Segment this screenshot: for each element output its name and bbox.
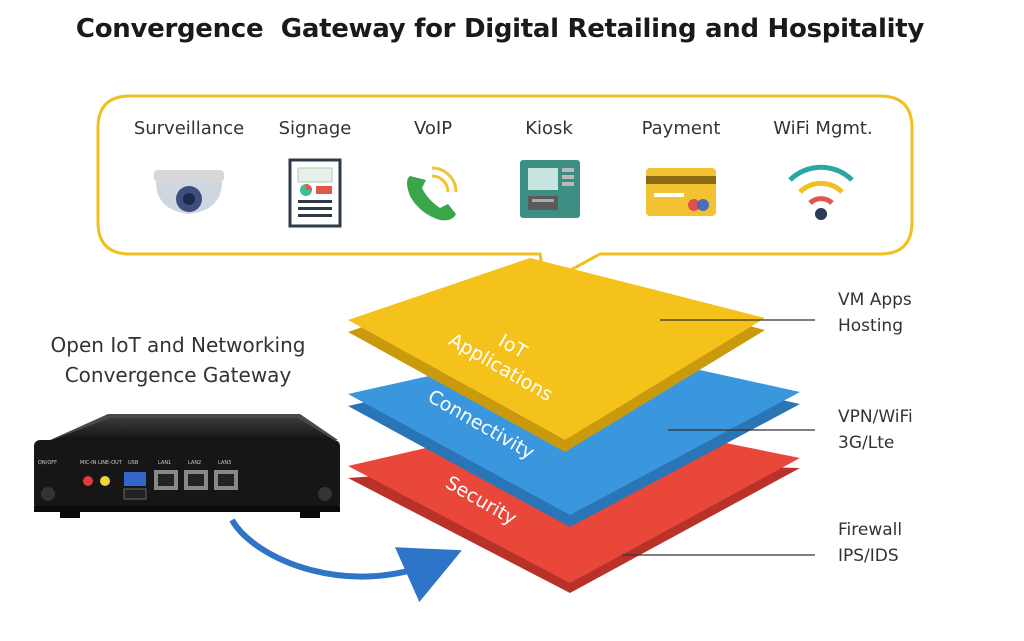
iot-applications-layer — [348, 258, 765, 452]
phone-icon — [407, 166, 458, 221]
page-title: Convergence Gateway for Digital Retailin… — [75, 14, 925, 44]
camera-icon — [154, 170, 224, 214]
credit-card-icon — [646, 168, 716, 216]
kiosk-icon — [520, 160, 580, 218]
port-label-lan2: LAN2 — [188, 460, 201, 466]
app-label-voip: VoIP — [413, 118, 453, 139]
app-label-kiosk: Kiosk — [525, 118, 573, 139]
iot-side-line1: VM Apps — [838, 290, 912, 310]
port-label-usb: USB — [128, 460, 139, 466]
wifi-icon — [788, 164, 854, 220]
gateway-label-line1: Open IoT and Networking — [50, 333, 306, 357]
app-label-surveillance: Surveillance — [133, 118, 245, 139]
port-label-onoff: ON/OFF — [38, 460, 57, 466]
port-label-lan3: LAN3 — [218, 460, 231, 466]
iot-side-line2: Hosting — [838, 316, 903, 336]
signage-icon — [288, 158, 342, 228]
connectivity-side-label: VPN/WiFi 3G/Lte — [838, 404, 913, 456]
gateway-label: Open IoT and Networking Convergence Gate… — [28, 330, 328, 390]
gateway-label-line2: Convergence Gateway — [64, 363, 292, 387]
connectivity-side-line1: VPN/WiFi — [838, 407, 913, 427]
gateway-device: ON/OFF MIC-IN LINE-OUT USB LAN1 LAN2 LAN… — [34, 414, 340, 518]
port-label-lan1: LAN1 — [158, 460, 171, 466]
flow-arrow — [229, 518, 462, 603]
iot-side-label: VM Apps Hosting — [838, 287, 912, 339]
port-label-lineout: LINE-OUT — [98, 460, 123, 466]
app-label-payment: Payment — [641, 118, 721, 139]
security-side-label: Firewall IPS/IDS — [838, 517, 902, 569]
security-side-line2: IPS/IDS — [838, 546, 899, 566]
port-label-micin: MIC-IN — [80, 460, 97, 466]
app-label-wifi-mgmt: WiFi Mgmt. — [773, 118, 873, 139]
security-side-line1: Firewall — [838, 520, 903, 540]
app-label-signage: Signage — [278, 118, 352, 139]
connectivity-side-line2: 3G/Lte — [838, 433, 895, 453]
